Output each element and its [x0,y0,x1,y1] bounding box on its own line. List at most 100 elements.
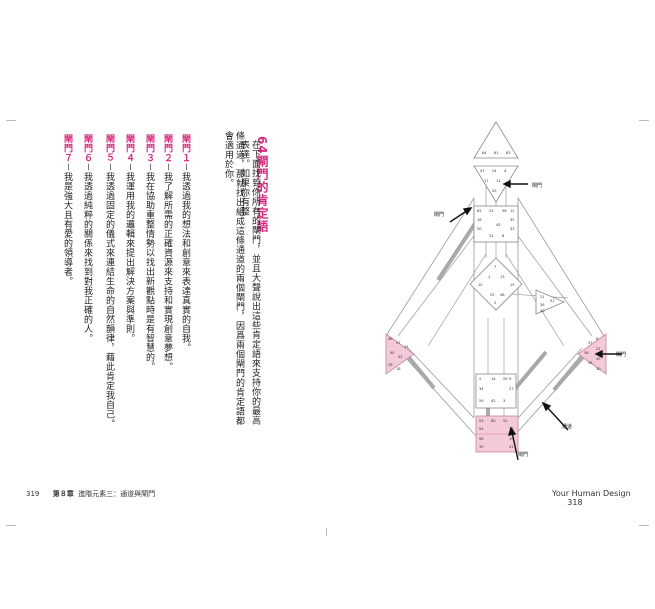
gate-affirmation-4: 閘門４－我運用我的邏輯來提出解決方案與準則。 [124,134,134,344]
gate-number: 12 [510,209,515,213]
chapter-label: 第８章 [52,490,74,498]
left-page-number: 319 [26,490,40,498]
gate-number: 29 [503,377,508,381]
gate-number: 33 [510,227,515,231]
gate-number: 23 [489,209,494,213]
gate-number: 52 [503,419,508,423]
gate-number: 14 [491,377,496,381]
gate-number: 31 [489,234,494,238]
gate-number: 10 [478,283,483,287]
crop-mark [6,120,16,121]
gate-affirmation-1: 閘門１－我透過我的想法和創意來表達真實的自我。 [180,134,190,353]
gate-number: 22 [596,347,601,351]
heading-text: 閘門的肯定語 [255,154,269,233]
book-title: Your Human Design [552,489,631,498]
gate-number: 43 [492,189,497,193]
callout-gate-label: 閘門 [532,183,542,189]
gate-label: 閘門１ [180,134,190,163]
gate-label: 閘門７ [62,134,72,163]
gate-number: 44 [404,345,409,349]
gate-number: 47 [480,169,485,173]
gate-number: 54 [479,427,484,431]
left-footer: 319 第８章 進階元素三：通道與閘門 [26,489,155,499]
gate-number: 4 [504,169,507,173]
gate-label: 閘門２ [162,134,172,163]
gate-text: 我運用我的邏輯來提出解決方案與準則。 [124,172,134,344]
throat-center [473,205,519,243]
gate-text: 我是強大且有愛的領導者。 [62,172,72,287]
gate-number: 15 [510,283,515,287]
callout-gate-label: 閘門 [616,352,626,358]
gate-number: 53 [479,419,484,423]
gate-number: 46 [500,293,505,297]
gate-affirmation-3: 閘門３－我在協助重整情勢以找出新觀點時是有智慧的。 [144,134,154,372]
gate-number: 39 [479,445,484,449]
gate-number: 40 [540,309,545,313]
gate-number: 45 [496,223,501,227]
sacral-center [475,373,517,409]
gate-affirmation-6: 閘門６－我透過純粹的關係來找到對我正確的人。 [82,134,92,344]
gate-number: 18 [396,367,401,371]
gate-number: 56 [502,209,507,213]
gate-number: 58 [479,437,484,441]
gate-number: 19 [509,437,514,441]
crop-mark [639,525,649,526]
intro-paragraph-line-2: 條通道，那就找出組成這條通道的兩個閘門，因爲兩個閘門的肯定語都會適用於你。 [223,131,244,426]
gate-number: 7 [494,265,496,269]
gate-number: 62 [477,209,482,213]
gate-number: 37 [588,341,593,345]
gate-number: 57 [396,341,401,345]
gate-number: 20 [477,227,482,231]
gate-number: 55 [588,361,593,365]
gate-number: 61 [494,151,499,155]
gate-number: 21 [540,295,545,299]
gate-number: 8 [502,234,505,238]
gate-number: 59 [479,399,484,403]
heading-number: 64 [255,136,269,155]
gate-number: 25 [490,293,495,297]
gate-number: 34 [479,387,484,391]
gate-number: 1 [488,275,490,279]
gate-text: 我透過純粹的關係來找到對我正確的人。 [82,172,92,344]
callout-gate-label: 閘門 [434,212,444,218]
gate-number: 60 [491,419,496,423]
g-center [469,257,523,311]
gate-number: 32 [398,355,403,359]
gate-number: 17 [484,179,489,183]
gate-text: 我在協助重整情勢以找出新觀點時是有智慧的。 [144,172,154,372]
crop-mark [6,525,16,526]
gate-number: 42 [491,399,496,403]
gate-number: 5 [479,377,481,381]
gate-text: 我了解所需的正確資源來支持和實現創意夢想。 [162,172,172,372]
right-page-number: 318 [567,498,583,507]
crop-mark [639,120,649,121]
gate-number: 24 [492,169,497,173]
gate-number: 41 [509,445,514,449]
gate-number: 50 [390,351,395,355]
ego-center [535,289,566,315]
spleen-center [385,333,415,375]
gate-label: 閘門５ [104,134,114,163]
right-footer: Your Human Design 318 [552,489,655,507]
gate-label: 閘門４ [124,134,134,163]
gate-number: 11 [496,179,501,183]
callout-arrows [449,179,622,461]
gate-number: 3 [503,399,505,403]
gate-number: 48 [388,337,393,341]
gate-text: 我透過我的想法和創意來表達真實的自我。 [180,172,190,353]
gate-number: 13 [500,275,505,279]
intro-paragraph-line-1: 在下面找到你所有的閘門，並且大聲說出這些肯定語來支持你的最高表達。如果你有整 [239,140,260,425]
gate-number: 16 [477,218,482,222]
head-center [473,121,519,159]
chapter-title: 進階元素三：通道與閘門 [78,490,156,498]
gate-number: 30 [596,367,601,371]
gate-number: 2 [494,301,496,305]
gate-label: 閘門３ [144,134,154,163]
callout-gate-label: 閘門 [518,452,528,458]
gate-label: 閘門６ [82,134,92,163]
gate-number: 63 [506,151,511,155]
gate-number: 27 [509,387,514,391]
